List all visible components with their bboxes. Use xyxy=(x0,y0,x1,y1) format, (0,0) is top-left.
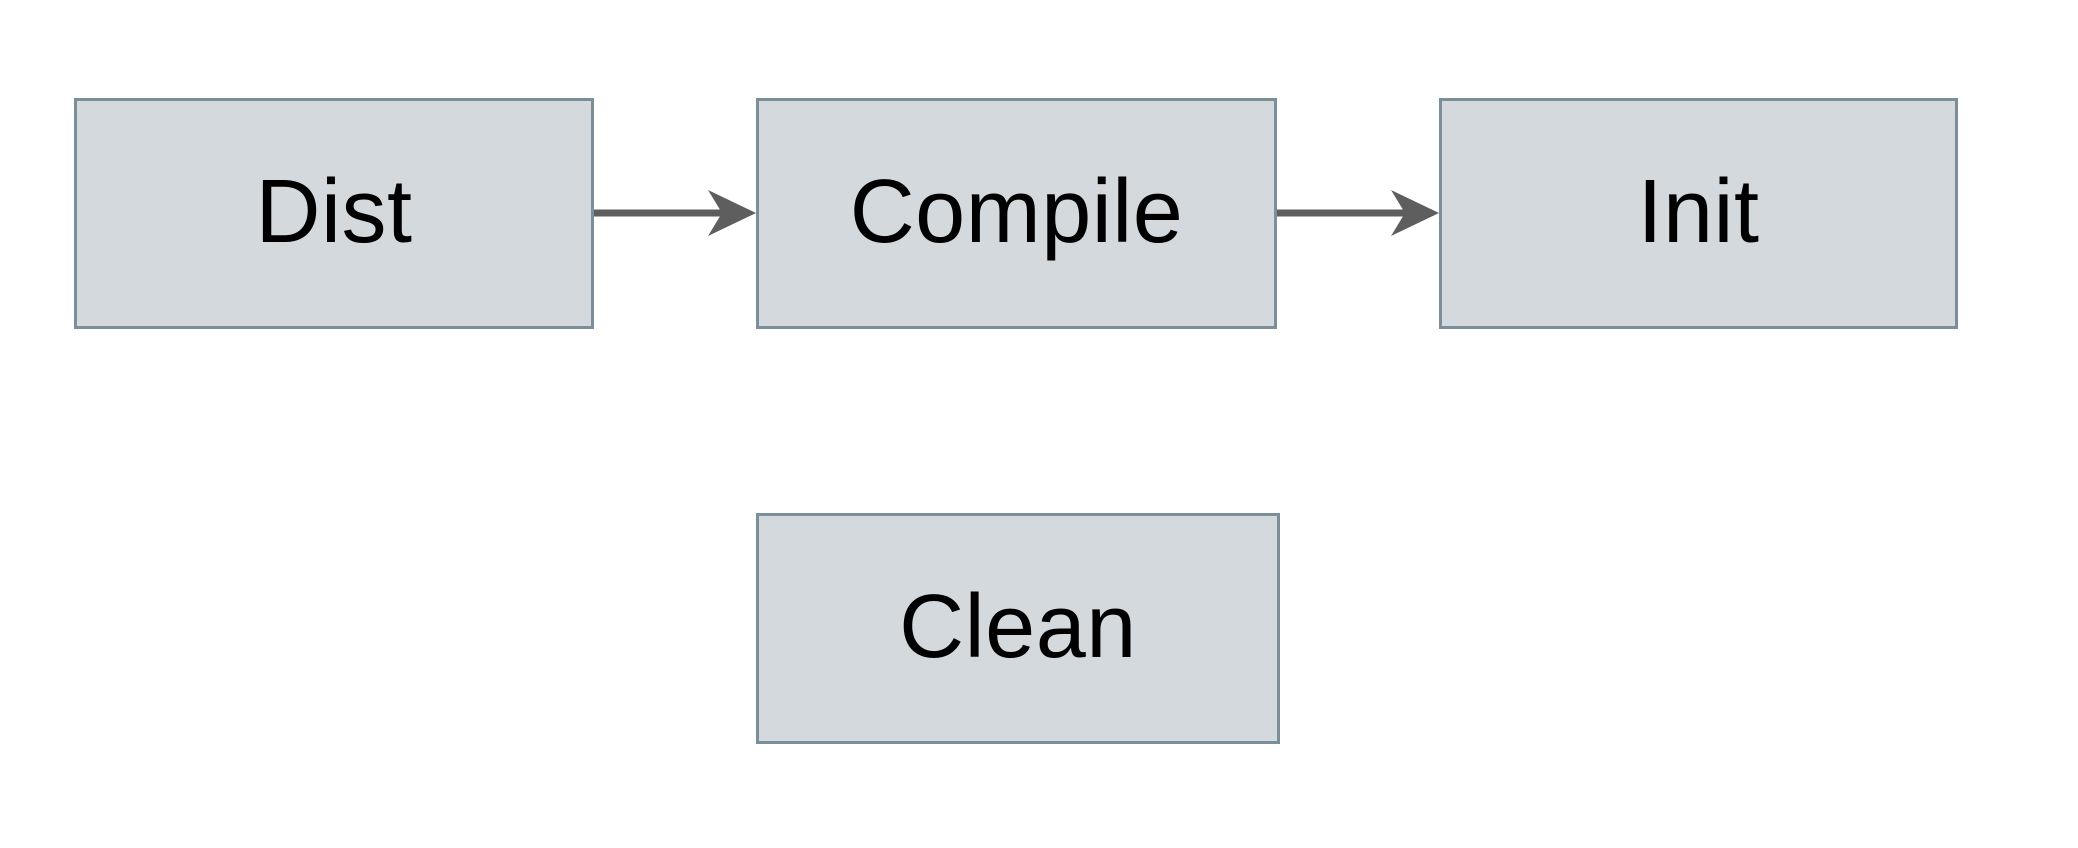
arrow-compile-to-init-icon xyxy=(1277,190,1439,236)
arrow-dist-to-compile-icon xyxy=(594,190,756,236)
node-dist: Dist xyxy=(74,98,594,329)
node-dist-label: Dist xyxy=(255,161,413,262)
node-clean: Clean xyxy=(756,513,1280,744)
node-compile-label: Compile xyxy=(849,161,1184,262)
node-clean-label: Clean xyxy=(899,576,1137,677)
node-init-label: Init xyxy=(1637,161,1760,262)
node-compile: Compile xyxy=(756,98,1277,329)
node-init: Init xyxy=(1439,98,1958,329)
